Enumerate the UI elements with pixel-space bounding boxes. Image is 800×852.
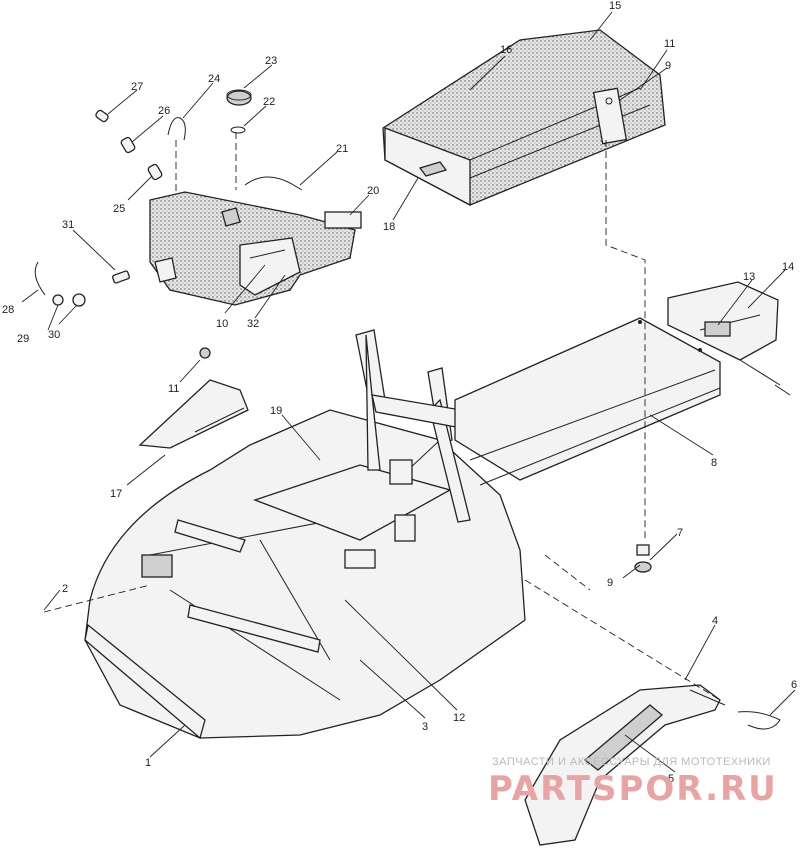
- callout-8: 8: [711, 457, 717, 469]
- callout-9-bottom: 9: [607, 577, 613, 589]
- valve-31: [112, 270, 130, 284]
- watermark-subtitle: ЗАПЧАСТИ И АКСЕССУАРЫ ДЛЯ МОТОТЕХНИКИ: [492, 756, 771, 768]
- callout-23: 23: [265, 55, 277, 67]
- callout-5: 5: [668, 773, 674, 785]
- fuel-cap-23: [226, 90, 252, 106]
- callout-15: 15: [609, 0, 621, 12]
- chassis: [84, 409, 526, 740]
- tank-small-parts: [34, 89, 362, 307]
- gasket-22: [230, 126, 246, 134]
- leader-lines: [21, 11, 796, 773]
- watermark: ЗАПЧАСТИ И АКСЕССУАРЫ ДЛЯ МОТОТЕХНИКИ PA…: [488, 756, 778, 809]
- callout-26: 26: [158, 105, 170, 117]
- front-cover: [138, 347, 249, 449]
- callout-24: 24: [208, 73, 220, 85]
- callout-27: 27: [131, 81, 143, 93]
- seat: [382, 29, 666, 207]
- callout-32: 32: [247, 318, 259, 330]
- callout-2: 2: [62, 583, 68, 595]
- clip-29: [52, 294, 64, 306]
- callout-4: 4: [712, 615, 718, 627]
- fuel-tank: [149, 191, 356, 306]
- callout-22: 22: [263, 96, 275, 108]
- hose-24: [167, 117, 186, 141]
- fitting-26: [120, 136, 136, 154]
- callout-20: 20: [367, 185, 379, 197]
- block-12: [344, 549, 376, 569]
- callout-1: 1: [145, 757, 151, 769]
- fasteners-lower: [634, 544, 652, 573]
- callout-25: 25: [113, 203, 125, 215]
- callout-7: 7: [677, 527, 683, 539]
- callout-19: 19: [270, 405, 282, 417]
- washer-9: [636, 544, 650, 556]
- nut-7: [634, 561, 652, 573]
- callout-21: 21: [336, 143, 348, 155]
- hose-28: [34, 261, 46, 296]
- rear-guard: [524, 684, 781, 846]
- bracket-2: [141, 554, 173, 578]
- mount-center: [389, 459, 413, 485]
- callout-18: 18: [383, 221, 395, 233]
- callout-14: 14: [782, 261, 794, 273]
- callout-31: 31: [62, 219, 74, 231]
- assembly-lines: [43, 132, 721, 701]
- pad-20: [324, 211, 362, 229]
- mount-rear: [394, 514, 416, 542]
- hose-21: [244, 176, 303, 191]
- callout-9-top: 9: [665, 60, 671, 72]
- callout-6: 6: [791, 679, 797, 691]
- callout-30: 30: [48, 329, 60, 341]
- callout-16: 16: [500, 44, 512, 56]
- tank-cap-neck: [221, 207, 241, 227]
- callout-labels: 15 16 11 9 23 22 24 27 26 25 21 20 18 31…: [2, 0, 797, 785]
- watermark-brand: PARTSPOR.RU: [488, 769, 778, 809]
- callout-10: 10: [216, 318, 228, 330]
- callout-11-left: 11: [168, 383, 179, 395]
- rear-bracket: [667, 281, 791, 396]
- clip-30: [72, 293, 86, 307]
- callout-17: 17: [110, 488, 122, 500]
- clamp-27: [95, 109, 109, 123]
- callout-13: 13: [743, 271, 755, 283]
- callout-29: 29: [17, 333, 29, 345]
- callout-28: 28: [2, 304, 14, 316]
- nut-11: [199, 347, 211, 359]
- callout-11-top: 11: [664, 38, 675, 50]
- strap-6: [737, 711, 781, 730]
- tunnel-rail: [454, 317, 721, 486]
- seat-bracket: [418, 161, 448, 177]
- callout-12: 12: [453, 712, 465, 724]
- bolt-13: [704, 321, 731, 337]
- callout-3: 3: [422, 721, 428, 733]
